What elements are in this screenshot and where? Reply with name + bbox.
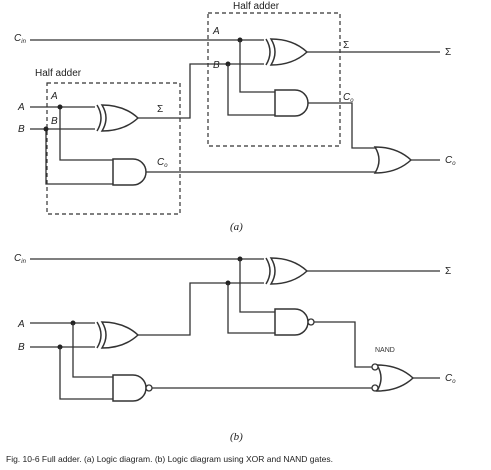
input-a-label-b: A — [17, 319, 25, 330]
nand-gate-upper — [274, 308, 309, 336]
sum-output-label-a: Σ — [445, 47, 451, 58]
diagram-b: Cin A B Σ — [14, 253, 456, 443]
pin-b-left: B — [51, 116, 58, 127]
co-label-top: Co — [343, 92, 354, 104]
or-gate-a — [374, 146, 412, 174]
xor-gate-left — [96, 104, 139, 132]
nand-gate-lower — [112, 374, 147, 402]
wire-b-to-nand-lower — [59, 347, 113, 400]
part-label-b: (b) — [230, 431, 243, 443]
pin-b-top: B — [213, 60, 220, 71]
nand-lower-bubble — [145, 384, 153, 392]
wire-co-top-to-or — [308, 102, 380, 149]
xor-gate-top — [265, 38, 308, 66]
half-adder-box-top — [207, 12, 341, 147]
sum-label-left: Σ — [157, 104, 163, 115]
co-output-label-a: Co — [445, 155, 456, 167]
wire-cin-to-and-top — [239, 40, 275, 93]
wire-xor-to-nand-top — [227, 283, 275, 334]
and-gate-left — [112, 158, 147, 186]
input-cin-label-a: Cin — [14, 33, 27, 45]
wire-xor-left-to-top — [138, 282, 264, 336]
xor-gate-lower-left — [96, 321, 139, 349]
nand-label: NAND — [375, 347, 395, 354]
co-output-label-b: Co — [445, 373, 456, 385]
pin-a-left: A — [50, 91, 58, 102]
sum-output-label-b: Σ — [445, 266, 451, 277]
input-a-label-a: A — [17, 102, 25, 113]
nand-final-bubble-top — [371, 363, 379, 371]
input-cin-label-b: Cin — [14, 253, 27, 265]
half-adder-label-top: Half adder — [233, 1, 280, 12]
junction-b-left — [43, 126, 49, 132]
input-b-label-b: B — [18, 342, 25, 353]
nand-gate-final — [376, 364, 414, 392]
nand-final-bubble-bottom — [371, 384, 379, 392]
diagram-a: Half adder Half adder Cin A B A B A B Σ … — [14, 1, 456, 233]
pin-a-top: A — [212, 26, 220, 37]
wire-cin-to-nand-top — [239, 259, 275, 313]
half-adder-box-left — [46, 82, 181, 215]
nand-upper-bubble — [307, 318, 315, 326]
xor-gate-lower-top — [265, 257, 308, 285]
input-b-label-a: B — [18, 124, 25, 135]
part-label-a: (a) — [230, 221, 243, 233]
wire-a-to-and-left — [59, 107, 113, 161]
wire-nand-upper-to-final — [314, 321, 372, 368]
sum-label-top: Σ — [343, 40, 349, 51]
half-adder-label-left: Half adder — [35, 68, 82, 79]
wire-b-to-and-left — [45, 129, 113, 185]
and-gate-top — [274, 89, 309, 117]
figure-caption: Fig. 10-6 Full adder. (a) Logic diagram.… — [6, 454, 333, 464]
wire-a-to-nand-lower — [72, 323, 113, 378]
wire-b-to-and-top — [227, 64, 275, 116]
junction-a-left — [57, 104, 63, 110]
co-label-left: Co — [157, 157, 168, 169]
